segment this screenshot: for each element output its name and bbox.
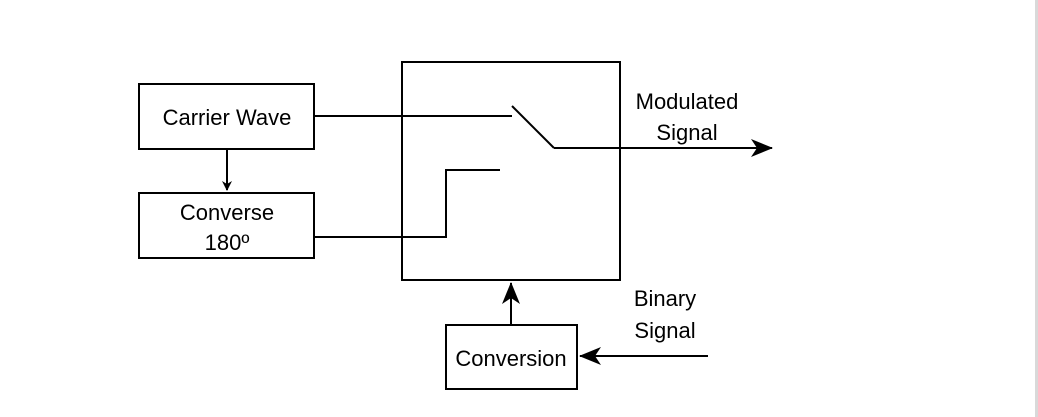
binary-signal-label: Binary Signal (634, 286, 696, 343)
conversion-label: Conversion (455, 346, 566, 371)
switch-blade (511, 105, 555, 149)
binary-signal-line1: Binary (634, 286, 696, 311)
converse-label-line2: 180º (205, 230, 250, 255)
modulated-signal-label: Modulated Signal (636, 89, 739, 145)
conversion-block: Conversion (445, 324, 578, 390)
carrier-wave-label: Carrier Wave (163, 105, 292, 130)
switch-block (401, 61, 621, 281)
modulated-signal-line1: Modulated (636, 89, 739, 114)
binary-signal-line2: Signal (634, 318, 695, 343)
modulated-signal-line2: Signal (656, 120, 717, 145)
converse-label-line1: Converse (180, 200, 274, 225)
converse-block: Converse 180º (138, 192, 315, 259)
carrier-wave-block: Carrier Wave (138, 83, 315, 150)
converse-wire (314, 169, 500, 238)
right-edge-border (1035, 0, 1038, 417)
